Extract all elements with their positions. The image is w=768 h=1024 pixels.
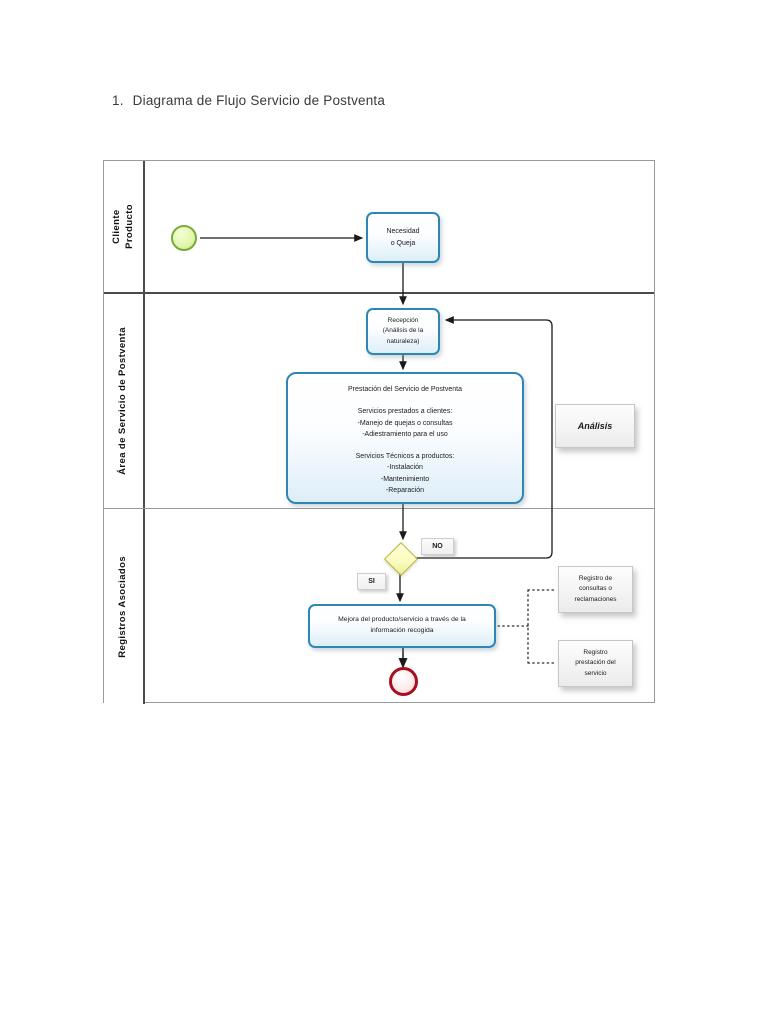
data-object-label: Registro de consultas o reclamaciones	[574, 574, 617, 603]
swimlane-label-registros-asociados: Registros Asociados	[104, 509, 145, 704]
start-event-node[interactable]	[171, 225, 197, 251]
swimlane-cliente-producto: Cliente Producto	[104, 161, 654, 294]
annotation-analisis[interactable]: Análisis	[555, 404, 635, 448]
data-object-label: Registro prestación del servicio	[575, 648, 616, 677]
page-title-number: 1.	[112, 93, 124, 108]
task-recepcion-analisis[interactable]: Recepción (Análisis de la naturaleza)	[366, 308, 440, 355]
task-label: Necesidad o Queja	[386, 227, 420, 247]
swimlane-label-text: Cliente Producto	[110, 204, 135, 249]
end-event-node[interactable]	[389, 667, 418, 696]
swimlane-label-cliente-producto: Cliente Producto	[104, 161, 145, 292]
task-necesidad-o-queja[interactable]: Necesidad o Queja	[366, 212, 440, 263]
diamond-icon	[383, 541, 418, 576]
swimlane-registros-asociados: Registros Asociados	[104, 509, 654, 704]
flow-label-si: SI	[357, 573, 386, 590]
task-mejora-producto-servicio[interactable]: Mejora del producto/servicio a través de…	[308, 604, 496, 648]
data-object-registro-prestacion[interactable]: Registro prestación del servicio	[558, 640, 633, 687]
swimlane-label-text: Área de Servicio de Postventa	[117, 327, 129, 475]
page-title-text: Diagrama de Flujo Servicio de Postventa	[132, 93, 386, 108]
flow-label-text: NO	[432, 543, 443, 550]
page-title: 1. Diagrama de Flujo Servicio de Postvent…	[112, 93, 385, 108]
data-object-registro-consultas[interactable]: Registro de consultas o reclamaciones	[558, 566, 633, 613]
task-label: Recepción (Análisis de la naturaleza)	[382, 317, 424, 345]
flow-label-no: NO	[421, 538, 454, 555]
task-prestacion-del-servicio[interactable]: Prestación del Servicio de Postventa Ser…	[286, 372, 524, 504]
task-label: Mejora del producto/servicio a través de…	[338, 616, 466, 634]
flow-label-text: SI	[368, 578, 375, 585]
swimlane-area-servicio-postventa: Área de Servicio de Postventa	[104, 294, 654, 509]
swimlane-label-area-servicio-postventa: Área de Servicio de Postventa	[104, 294, 145, 508]
task-label: Prestación del Servicio de Postventa Ser…	[347, 386, 462, 494]
annotation-label: Análisis	[577, 421, 613, 431]
gateway-decision[interactable]	[383, 541, 418, 576]
swimlane-label-text: Registros Asociados	[117, 555, 129, 658]
